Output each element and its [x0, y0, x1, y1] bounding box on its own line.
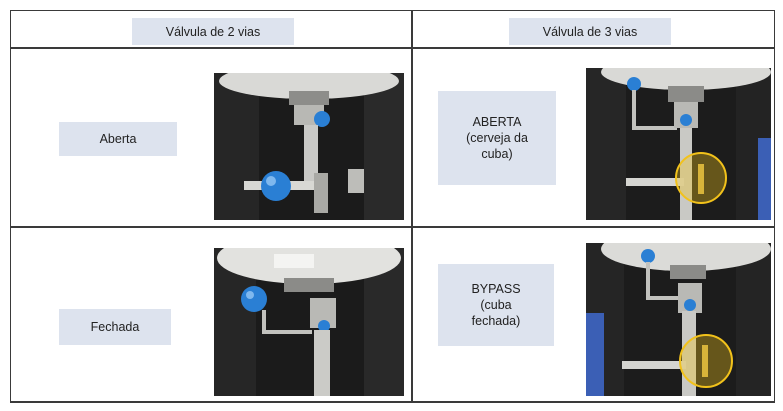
- state-label-two-way-open: Aberta: [59, 122, 177, 156]
- valve-3way-bypass-photo: [586, 243, 771, 396]
- table-border-bottom: [10, 401, 775, 403]
- valve-2way-open-photo: [214, 73, 404, 220]
- table-divider-rows: [10, 226, 775, 228]
- table-border-right: [774, 10, 775, 403]
- table-divider-columns: [411, 10, 413, 403]
- header-three-way-valve: Válvula de 3 vias: [509, 18, 671, 45]
- table-divider-header: [10, 47, 775, 49]
- state-label-two-way-closed: Fechada: [59, 309, 171, 345]
- state-label-three-way-open: ABERTA (cerveja da cuba): [438, 91, 556, 185]
- state-label-three-way-bypass: BYPASS (cuba fechada): [438, 264, 554, 346]
- table-border-left: [10, 10, 11, 403]
- valve-3way-open-photo: [586, 68, 771, 220]
- valve-2way-closed-photo: [214, 248, 404, 396]
- table-border-top: [10, 10, 775, 11]
- header-two-way-valve: Válvula de 2 vias: [132, 18, 294, 45]
